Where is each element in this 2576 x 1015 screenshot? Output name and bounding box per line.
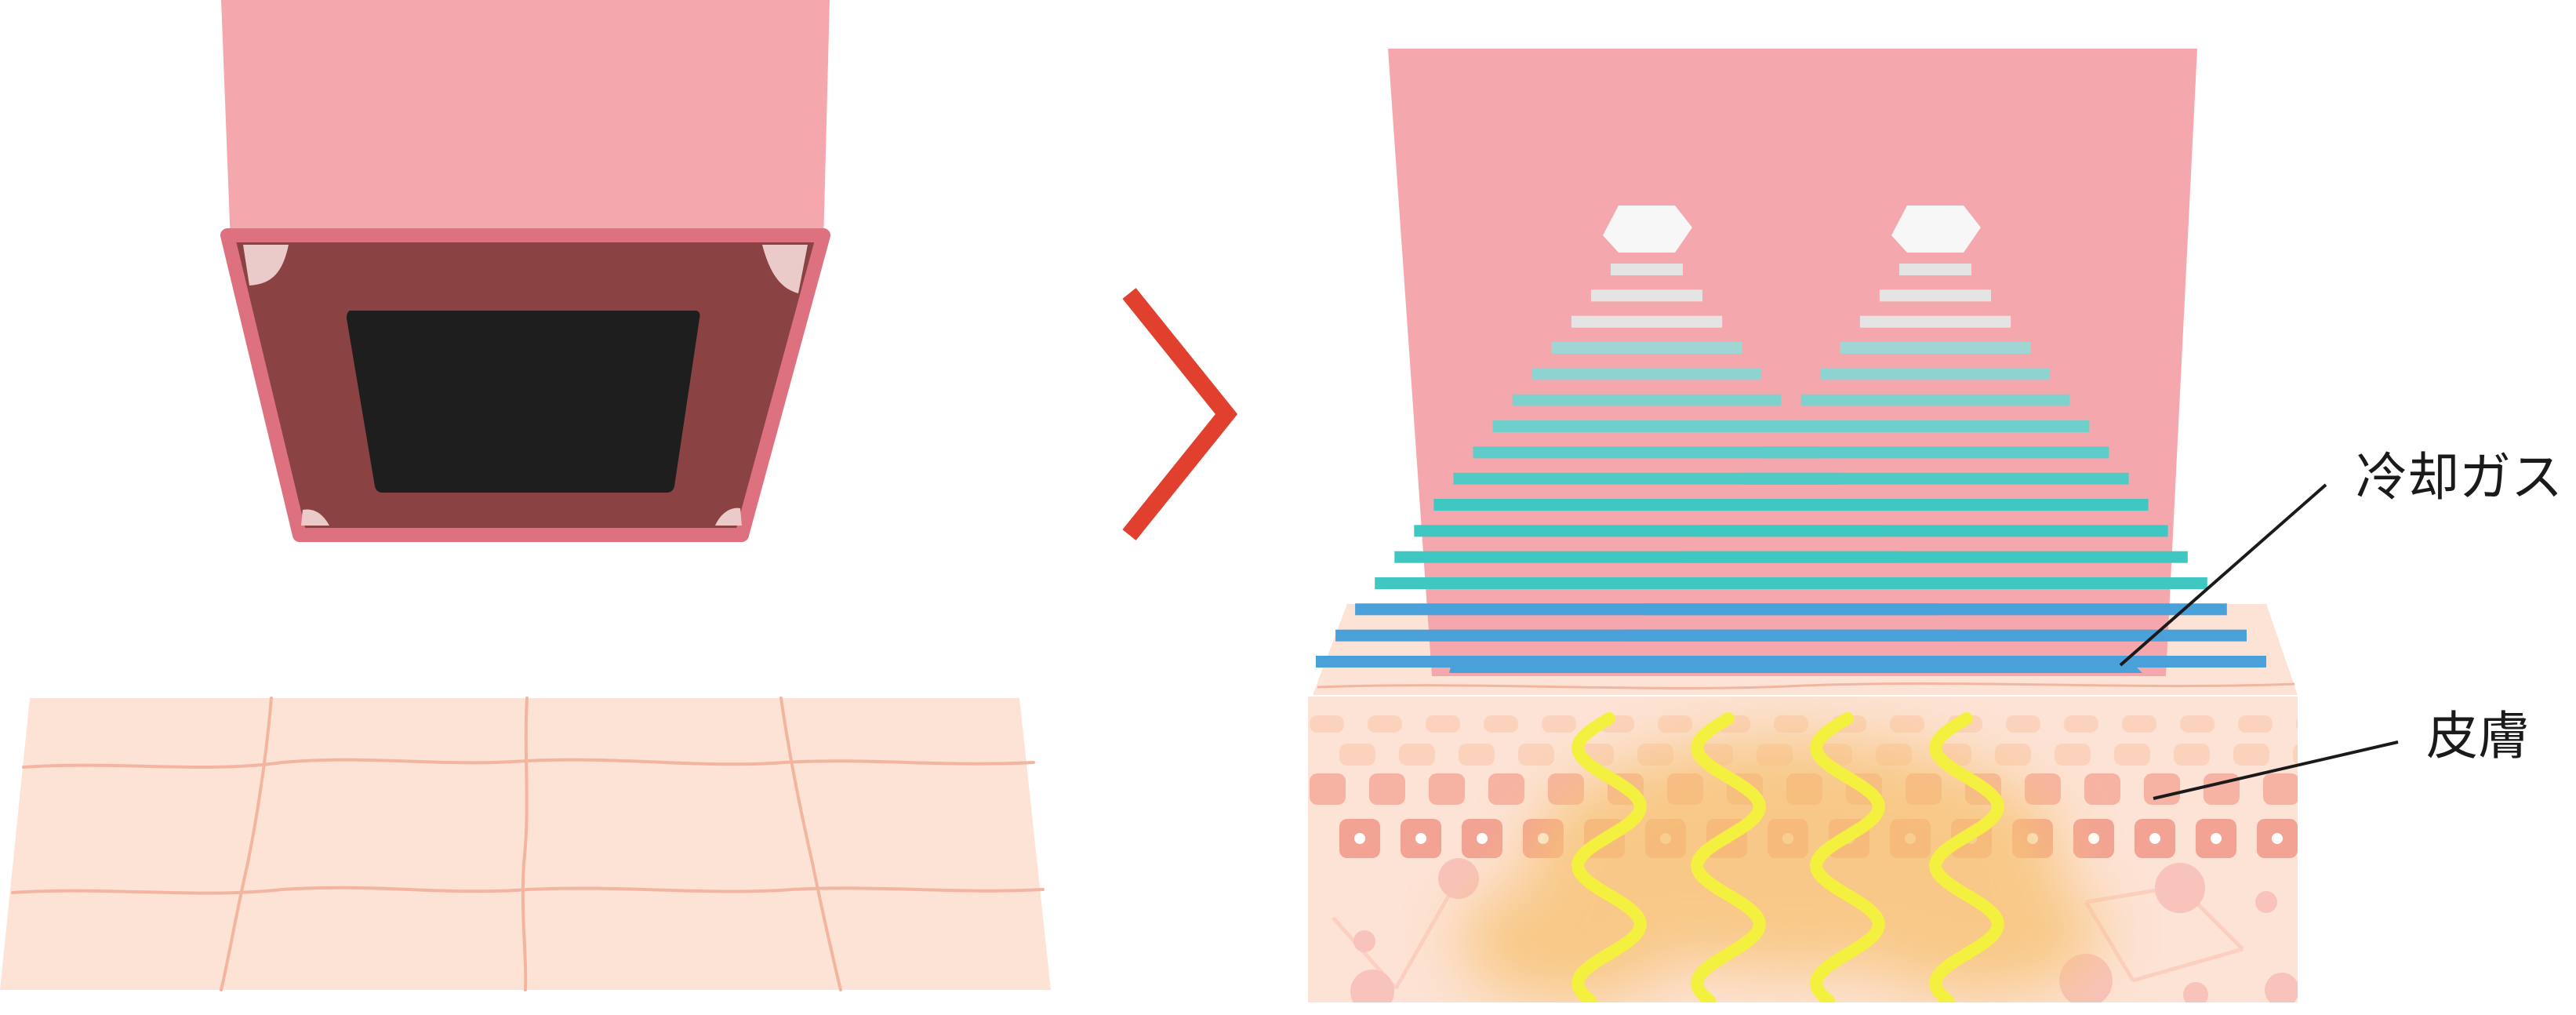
skin-cell bbox=[1426, 715, 1460, 733]
skin-cell bbox=[2114, 744, 2150, 766]
skin-cross-section bbox=[1308, 604, 2298, 1002]
gas-stripe bbox=[1531, 368, 1762, 380]
device-corner bbox=[301, 509, 329, 526]
skin-cell bbox=[1429, 773, 1465, 805]
skin-cell bbox=[1488, 773, 1524, 805]
skin-cell bbox=[1542, 715, 1576, 733]
next-step-arrow-icon bbox=[1122, 288, 1238, 540]
skin-cell bbox=[1369, 773, 1405, 805]
cell-nucleus bbox=[1477, 833, 1488, 844]
skin-cell bbox=[1890, 715, 1924, 733]
tissue-node bbox=[1350, 970, 1394, 1002]
skin-cell bbox=[1399, 744, 1435, 766]
cooling-gas-label: 冷却ガス bbox=[2356, 447, 2563, 508]
skin-cell bbox=[2238, 715, 2273, 733]
tissue-node bbox=[2183, 982, 2208, 1002]
tissue-node bbox=[2155, 863, 2205, 913]
skin-cell bbox=[1459, 744, 1495, 766]
skin-cell bbox=[1995, 744, 2031, 766]
gas-stripe bbox=[1742, 472, 2129, 485]
gas-base bbox=[1449, 660, 2142, 673]
nozzle-icon bbox=[1603, 206, 1692, 253]
gas-stripe bbox=[1663, 577, 2207, 589]
left-skin-surface bbox=[0, 697, 1051, 991]
gas-stripe bbox=[1820, 368, 2051, 380]
gas-stripe bbox=[1492, 420, 1801, 432]
cell-nucleus bbox=[1415, 833, 1426, 844]
treatment-window bbox=[347, 311, 700, 493]
skin-cell bbox=[1310, 715, 1344, 733]
heat-wave bbox=[1690, 712, 1767, 1002]
skin-cell bbox=[2006, 715, 2040, 733]
skin-leader-line bbox=[2153, 740, 2399, 800]
skin-cell bbox=[2144, 773, 2180, 805]
gas-stripe bbox=[1800, 394, 2070, 406]
skin-cell bbox=[1484, 715, 1518, 733]
skin-cell bbox=[1310, 773, 1346, 805]
gas-stripe bbox=[1473, 446, 1821, 459]
tissue-node bbox=[2265, 973, 2298, 1002]
handheld-device bbox=[220, 0, 830, 542]
cell-nucleus bbox=[2272, 833, 2283, 844]
skin-cell bbox=[2055, 744, 2091, 766]
gas-stripe bbox=[1722, 499, 2149, 511]
skin-cell bbox=[2263, 773, 2298, 805]
gas-stripe bbox=[1761, 446, 2109, 459]
tissue-fiber bbox=[1393, 877, 1461, 990]
gas-stripe bbox=[1683, 551, 2188, 563]
skin-cell bbox=[2233, 744, 2269, 766]
applicator-body bbox=[1388, 49, 2197, 676]
heat-wave bbox=[1571, 712, 1648, 1002]
skin-cell bbox=[2174, 744, 2210, 766]
gas-stripe bbox=[1879, 289, 1991, 302]
cell-nucleus bbox=[1354, 833, 1365, 844]
skin-cell bbox=[2122, 715, 2156, 733]
skin-cell bbox=[1518, 744, 1554, 766]
gas-stripe bbox=[1590, 289, 1702, 302]
gas-stripe bbox=[1624, 629, 2247, 642]
cell-nucleus bbox=[2088, 833, 2099, 844]
gas-stripe bbox=[1899, 264, 1971, 275]
skin-cell bbox=[1658, 715, 1692, 733]
device-handle bbox=[221, 0, 830, 243]
skin-cell bbox=[2064, 715, 2098, 733]
tissue-node bbox=[1353, 930, 1375, 952]
gas-stripe bbox=[1840, 342, 2031, 354]
skin-cell bbox=[2296, 719, 2298, 729]
gas-stripe bbox=[1571, 315, 1723, 328]
cell-nucleus bbox=[2149, 833, 2160, 844]
skin-cell bbox=[2204, 773, 2240, 805]
gas-stripe bbox=[1611, 264, 1683, 275]
gas-stripe bbox=[1859, 315, 2011, 328]
cooling-gas-spray bbox=[1316, 264, 2266, 673]
gas-stripe bbox=[1702, 525, 2168, 537]
cell-nucleus bbox=[2211, 833, 2222, 844]
gas-stripe bbox=[1512, 394, 1782, 406]
skin-cell bbox=[2025, 773, 2061, 805]
gas-stripe bbox=[1644, 603, 2227, 616]
tissue-node bbox=[2255, 891, 2277, 913]
skin-cell bbox=[1339, 744, 1375, 766]
device-corner bbox=[762, 245, 808, 293]
heat-wave bbox=[1809, 712, 1886, 1002]
cooling-gas-leader-line bbox=[2119, 483, 2327, 667]
skin-cell bbox=[1774, 715, 1808, 733]
skin-label: 皮膚 bbox=[2426, 706, 2530, 766]
skin-cell bbox=[1368, 715, 1402, 733]
gas-stripe bbox=[1781, 420, 2090, 432]
device-corner bbox=[243, 245, 289, 286]
device-corner bbox=[715, 508, 742, 526]
heat-wave bbox=[1928, 712, 2005, 1002]
tissue-fiber bbox=[2132, 947, 2244, 983]
gas-stripe bbox=[1551, 342, 1742, 354]
nozzle-icon bbox=[1891, 206, 1981, 253]
tissue-node bbox=[1438, 858, 1479, 899]
skin-cell bbox=[2180, 715, 2214, 733]
skin-cell bbox=[2084, 773, 2120, 805]
skin-cell bbox=[2293, 744, 2298, 766]
